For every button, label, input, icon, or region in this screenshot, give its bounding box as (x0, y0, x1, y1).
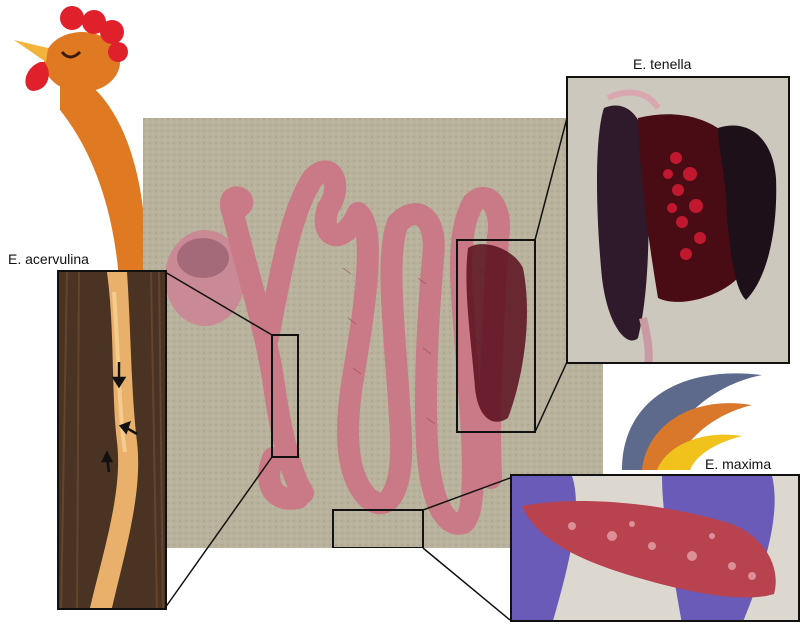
wattle-icon (25, 62, 49, 91)
acervulina-region-box (271, 334, 299, 458)
rooster-comb-icon (60, 6, 128, 62)
maxima-intestine-segment (522, 501, 776, 598)
maxima-inset (510, 474, 800, 622)
rooster-neck (60, 70, 145, 300)
tenella-hemorrhage-spots (663, 152, 706, 260)
acervulina-intestine-segment (89, 272, 139, 608)
rooster-head (44, 32, 120, 92)
ceca-hemorrhage (466, 244, 528, 422)
tenella-inset (566, 76, 790, 364)
arrow-icon (100, 362, 138, 473)
label-tenella: E. tenella (633, 56, 692, 72)
gizzard-dark (177, 238, 229, 278)
acervulina-inset (57, 270, 167, 610)
rooster-illustration (14, 6, 145, 300)
beak-icon (14, 40, 48, 62)
tenella-region-box (456, 239, 536, 433)
arcs-graphic (622, 373, 762, 470)
label-maxima: E. maxima (705, 456, 772, 472)
tenella-cecum-left (597, 105, 649, 341)
arc-inner (657, 434, 742, 470)
maxima-region-box (332, 509, 424, 548)
intestine-photo (143, 118, 603, 548)
intestine-loops (220, 160, 510, 535)
tenella-cecum-right (718, 125, 777, 300)
label-acervulina: E. acervulina (8, 251, 89, 267)
eye-icon (60, 50, 82, 59)
